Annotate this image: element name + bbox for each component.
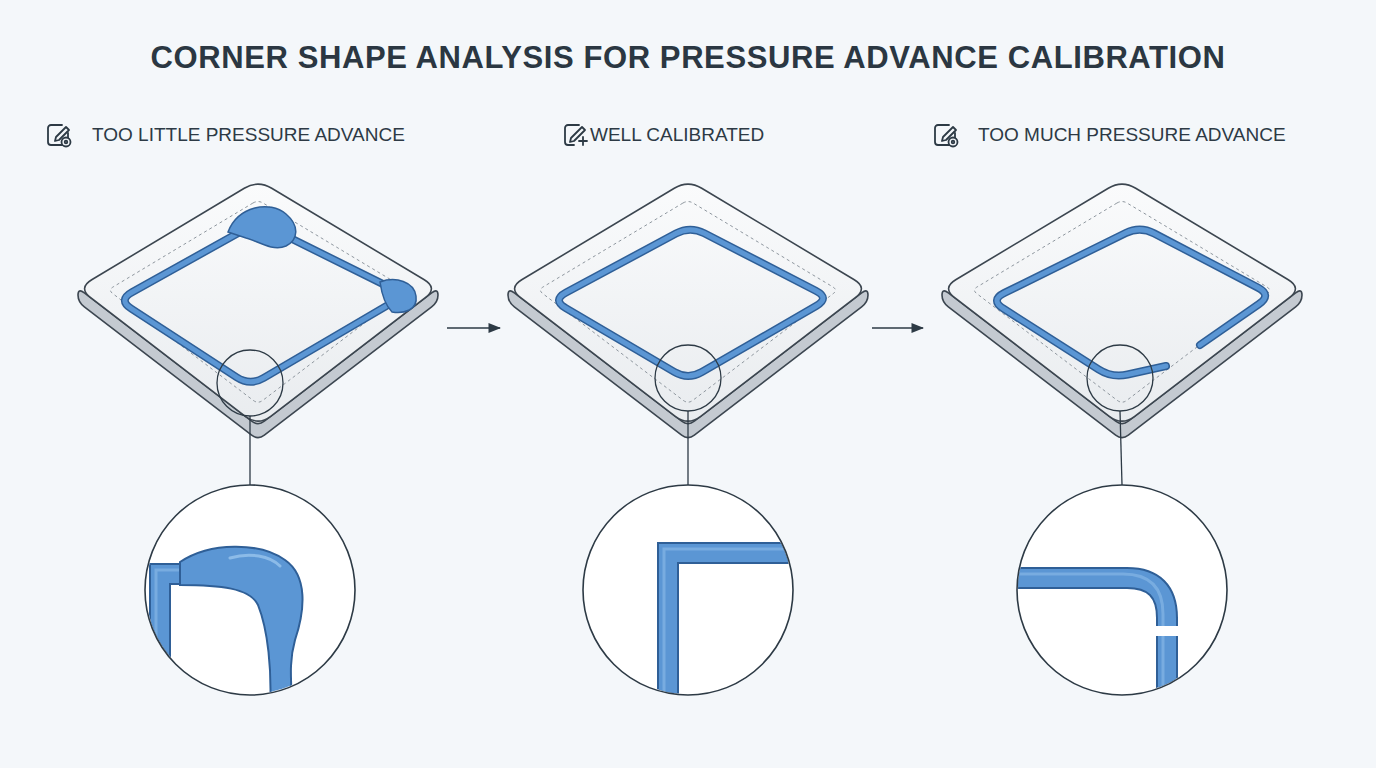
flow-arrow: [447, 327, 500, 329]
zoom-detail: [145, 416, 355, 710]
heading-icon: [565, 125, 587, 145]
panel: TOO LITTLE PRESSURE ADVANCE: [40, 124, 445, 704]
heading-icon: [935, 125, 958, 147]
panel-heading: TOO MUCH PRESSURE ADVANCE: [978, 124, 1286, 146]
build-plate: [78, 184, 438, 437]
title: CORNER SHAPE ANALYSIS FOR PRESSURE ADVAN…: [0, 40, 1376, 76]
panel-heading: WELL CALIBRATED: [590, 124, 764, 146]
zoom-detail: [998, 411, 1227, 710]
flow-arrow: [872, 327, 923, 329]
panel: WELL CALIBRATED: [502, 124, 870, 704]
panel-heading: TOO LITTLE PRESSURE ADVANCE: [92, 124, 405, 146]
panel: TOO MUCH PRESSURE ADVANCE: [925, 124, 1345, 704]
build-plate: [508, 184, 868, 437]
zoom-detail: [583, 411, 808, 710]
heading-icon: [48, 125, 71, 147]
build-plate: [942, 184, 1302, 437]
